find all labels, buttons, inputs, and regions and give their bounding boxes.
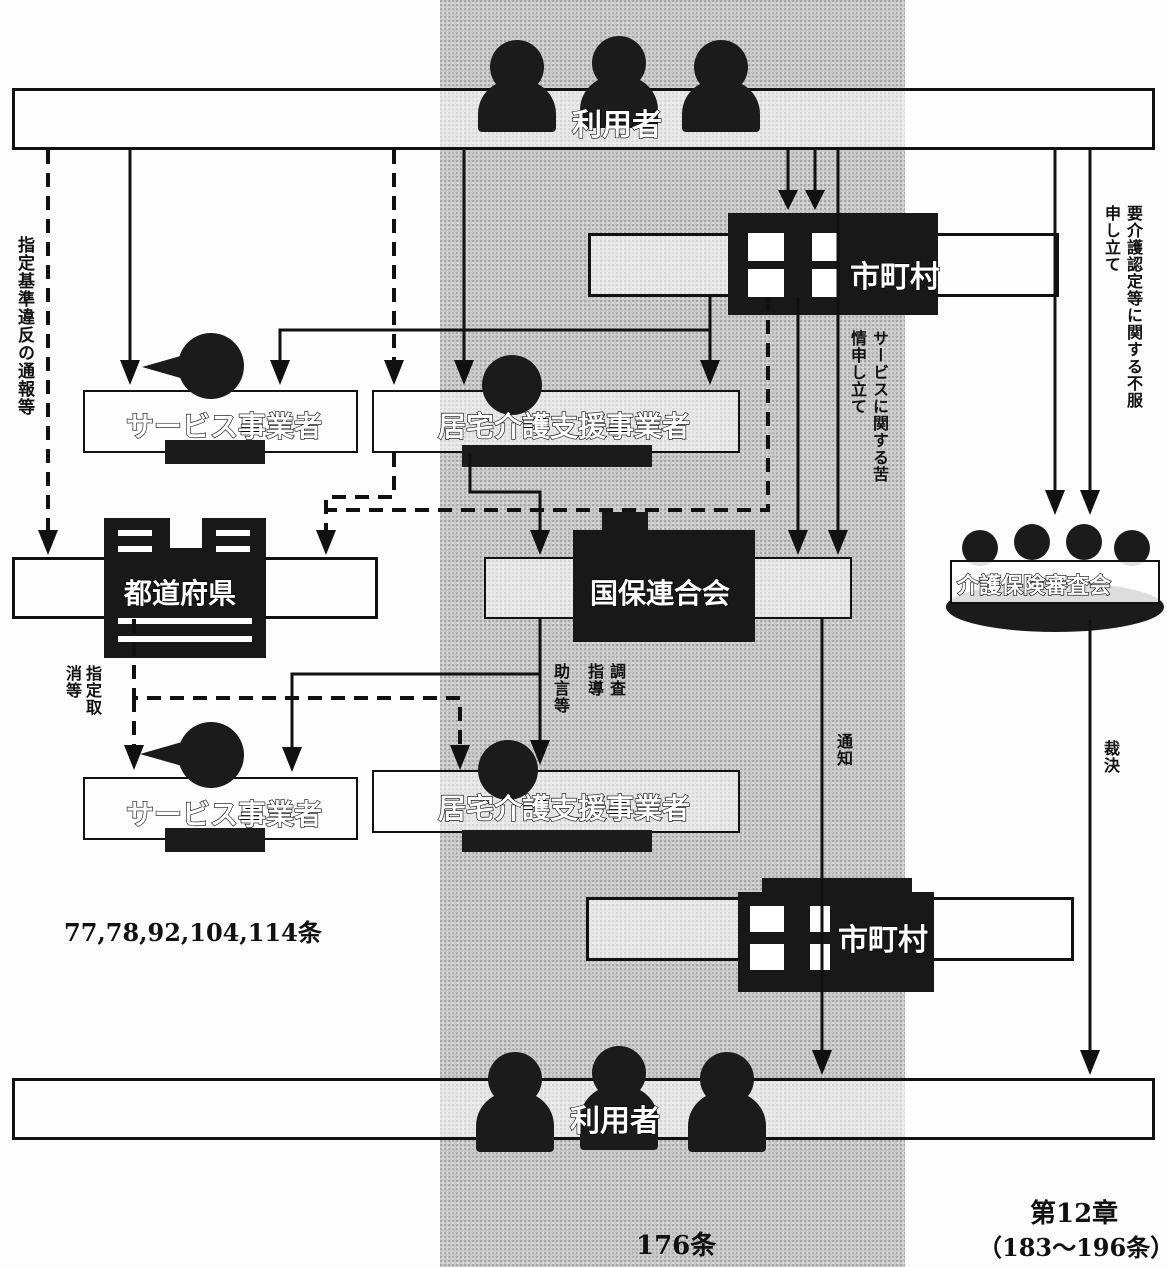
advice-label: 助言等 bbox=[550, 663, 570, 714]
objection-label: 要介護認定等に関する不服申し立て bbox=[1100, 205, 1144, 425]
left-articles: 77,78,92,104,114条 bbox=[64, 913, 322, 948]
guidance-label: 指導 bbox=[584, 663, 604, 697]
revoke-label: 指定取消等 bbox=[62, 665, 102, 727]
edge-revoke bbox=[134, 619, 460, 760]
complaint-label: サービスに関する苦情申し立て bbox=[846, 330, 890, 490]
edge-care-to-kokuho bbox=[470, 453, 540, 548]
center-article: 176条 bbox=[636, 1225, 716, 1262]
chapter-title: 第12章 bbox=[1030, 1193, 1118, 1230]
edge-care-to-pref bbox=[326, 453, 394, 548]
ruling-label: 裁決 bbox=[1100, 740, 1120, 774]
edge-kokuho-guidance bbox=[292, 619, 540, 765]
notice-label: 通知 bbox=[833, 733, 853, 767]
edge-city-to-provider bbox=[280, 297, 710, 378]
violation-report-label: 指定基準違反の通報等 bbox=[14, 236, 34, 416]
investigation-label: 調査 bbox=[606, 663, 626, 697]
chapter-range: （183～196条） bbox=[978, 1228, 1167, 1263]
